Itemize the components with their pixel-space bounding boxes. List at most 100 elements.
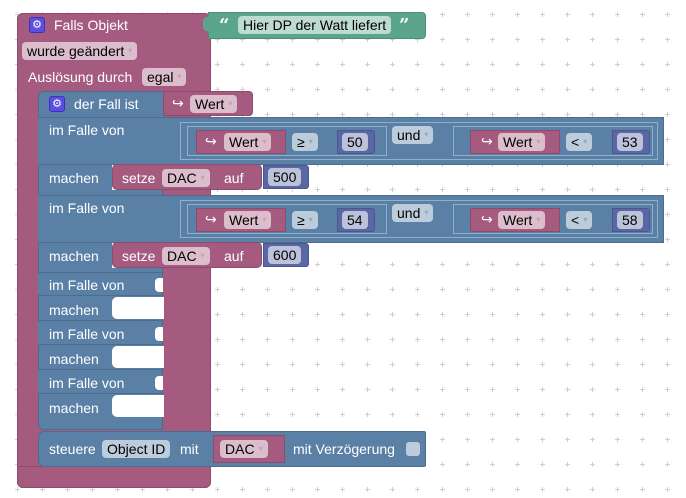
grid-point: [590, 362, 595, 367]
variable-name: Wert: [503, 134, 533, 150]
case-2-set-variable-dropdown[interactable]: DAC▾: [162, 247, 210, 265]
grid-point: [515, 87, 520, 92]
grid-point: [215, 62, 220, 67]
grid-point: [540, 87, 545, 92]
number-value: 58: [622, 212, 638, 228]
grid-point: [315, 287, 320, 292]
grid-point: [665, 337, 670, 342]
case-1-left-variable-dropdown[interactable]: Wert▾: [224, 133, 272, 151]
grid-point: [565, 62, 570, 67]
grid-point: [515, 337, 520, 342]
grid-point: [390, 287, 395, 292]
grid-point: [215, 312, 220, 317]
case-4-do-slot[interactable]: [112, 346, 164, 368]
grid-point: [365, 112, 370, 117]
control-with-label: mit: [180, 441, 199, 457]
grid-point: [640, 62, 645, 67]
case-1-right-number-field[interactable]: 53: [617, 133, 643, 151]
grid-point: [590, 337, 595, 342]
grid-point: [415, 87, 420, 92]
case-5-do-slot[interactable]: [112, 395, 164, 417]
grid-point: [390, 387, 395, 392]
case-1-left-operator-dropdown[interactable]: ≥▾: [292, 133, 318, 151]
trigger-dropdown[interactable]: egal▾: [142, 68, 187, 86]
variable-arrow-icon: ↪: [481, 211, 493, 227]
case-2-left-variable-dropdown[interactable]: Wert▾: [224, 211, 272, 229]
control-variable-dropdown[interactable]: DAC▾: [220, 440, 268, 458]
grid-point: [540, 462, 545, 467]
case-1-right-operator-dropdown[interactable]: <▾: [566, 133, 593, 151]
grid-point: [465, 262, 470, 267]
object-text-field[interactable]: Hier DP der Watt liefert: [238, 16, 392, 34]
grid-point: [640, 12, 645, 17]
grid-point: [365, 287, 370, 292]
grid-point: [265, 337, 270, 342]
case-4-input-slot[interactable]: [155, 327, 163, 341]
grid-point: [615, 312, 620, 317]
case-5-input-slot[interactable]: [155, 376, 163, 390]
grid-point: [365, 37, 370, 42]
grid-point: [515, 437, 520, 442]
grid-point: [465, 287, 470, 292]
case-3-input-slot[interactable]: [155, 278, 163, 292]
case-2-set-number-field[interactable]: 600: [268, 246, 302, 264]
gear-icon[interactable]: ⚙: [29, 17, 45, 33]
grid-point: [565, 37, 570, 42]
grid-point: [565, 312, 570, 317]
chevron-down-icon: ▾: [128, 46, 133, 56]
control-object-field[interactable]: Object ID: [102, 440, 171, 458]
condition-dropdown[interactable]: wurde geändert▾: [22, 42, 138, 60]
chevron-down-icon: ▾: [308, 215, 313, 225]
delay-checkbox[interactable]: [406, 442, 420, 456]
case-2-left-number-field[interactable]: 54: [342, 211, 368, 229]
grid-point: [240, 62, 245, 67]
grid-point: [515, 112, 520, 117]
case-2-right-number-field[interactable]: 58: [617, 211, 643, 229]
grid-point: [415, 387, 420, 392]
grid-point: [540, 287, 545, 292]
case-1-left-number-field[interactable]: 50: [342, 133, 368, 151]
number-value: 53: [622, 134, 638, 150]
grid-point: [565, 362, 570, 367]
case-1-set-variable-dropdown[interactable]: DAC▾: [162, 169, 210, 187]
grid-point: [365, 312, 370, 317]
grid-point: [665, 312, 670, 317]
grid-point: [665, 237, 670, 242]
case-1-right-variable-dropdown[interactable]: Wert▾: [498, 133, 546, 151]
grid-point: [440, 287, 445, 292]
case-1-logic-dropdown[interactable]: und▾: [392, 126, 434, 144]
case-3-do-slot[interactable]: [112, 297, 164, 319]
grid-point: [565, 262, 570, 267]
case-2-right-variable-dropdown[interactable]: Wert▾: [498, 211, 546, 229]
grid-point: [615, 87, 620, 92]
grid-point: [365, 262, 370, 267]
chevron-down-icon: ▾: [258, 444, 263, 454]
grid-point: [440, 337, 445, 342]
case-1-set-number-field[interactable]: 500: [268, 168, 302, 186]
chevron-down-icon: ▾: [200, 173, 205, 183]
case-2-logic-dropdown[interactable]: und▾: [392, 204, 434, 222]
case-2-left-operator-dropdown[interactable]: ≥▾: [292, 211, 318, 229]
switch-variable-dropdown[interactable]: Wert▾: [190, 95, 238, 113]
grid-point: [615, 262, 620, 267]
grid-point: [290, 387, 295, 392]
grid-point: [315, 62, 320, 67]
grid-point: [215, 37, 220, 42]
variable-name: Wert: [229, 212, 259, 228]
grid-point: [640, 487, 645, 492]
grid-point: [340, 487, 345, 492]
grid-point: [440, 112, 445, 117]
grid-point: [340, 312, 345, 317]
grid-point: [515, 412, 520, 417]
gear-icon[interactable]: ⚙: [49, 96, 65, 112]
grid-point: [340, 362, 345, 367]
grid-point: [615, 487, 620, 492]
chevron-down-icon: ▾: [424, 208, 429, 218]
grid-point: [565, 187, 570, 192]
grid-point: [490, 312, 495, 317]
grid-point: [465, 412, 470, 417]
grid-point: [215, 487, 220, 492]
grid-point: [465, 112, 470, 117]
input-connector: [203, 17, 211, 31]
case-2-right-operator-dropdown[interactable]: <▾: [566, 211, 593, 229]
